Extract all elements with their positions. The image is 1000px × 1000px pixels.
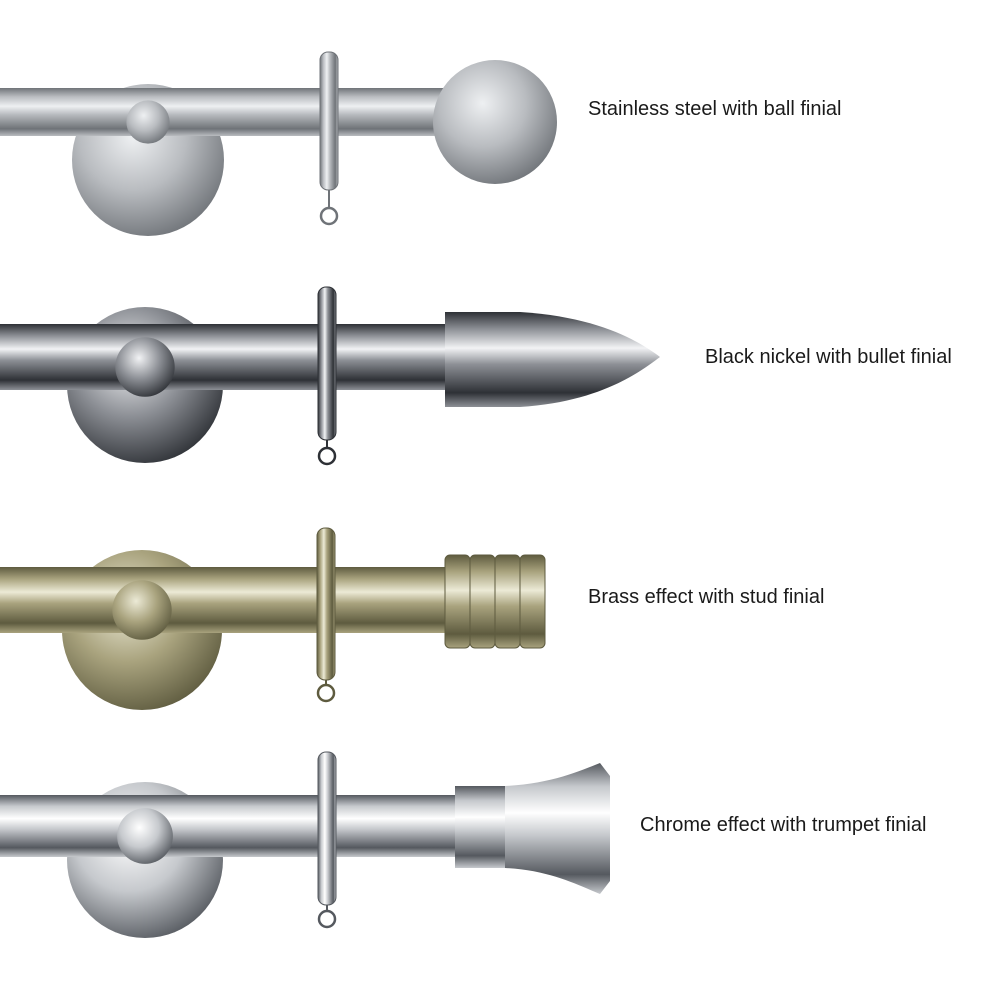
ring-eye <box>317 909 337 929</box>
curtain-pole-stainless-steel <box>0 51 557 236</box>
trumpet-finial-collar <box>455 786 505 868</box>
bullet-finial <box>445 312 660 407</box>
bracket-stem <box>126 100 170 144</box>
curtain-ring <box>316 527 336 681</box>
pole <box>0 567 460 633</box>
ring-eye <box>316 683 336 703</box>
curtain-pole-brass-effect <box>0 527 546 710</box>
pole <box>0 795 460 857</box>
label-chrome-effect-trumpet: Chrome effect with trumpet finial <box>640 814 927 836</box>
pole <box>0 88 460 136</box>
curtain-ring <box>319 51 339 191</box>
ball-finial <box>433 60 557 184</box>
stud-finial-band <box>519 554 546 649</box>
bracket-stem <box>112 580 172 640</box>
label-stainless-steel-ball: Stainless steel with ball finial <box>588 98 842 120</box>
pole <box>0 324 460 390</box>
label-black-nickel-bullet: Black nickel with bullet finial <box>705 346 952 368</box>
curtain-pole-chrome-effect <box>0 751 610 938</box>
stud-finial-band <box>469 554 496 649</box>
bracket-stem <box>115 337 175 397</box>
bracket-stem <box>117 808 173 864</box>
ring-eye <box>317 446 337 466</box>
trumpet-finial <box>505 763 610 894</box>
curtain-pole-black-nickel <box>0 286 660 466</box>
stud-finial-band <box>444 554 471 649</box>
stud-finial-band <box>494 554 521 649</box>
label-brass-effect-stud: Brass effect with stud finial <box>588 586 825 608</box>
curtain-ring <box>317 751 337 906</box>
ring-eye <box>319 206 339 226</box>
curtain-ring <box>317 286 337 441</box>
